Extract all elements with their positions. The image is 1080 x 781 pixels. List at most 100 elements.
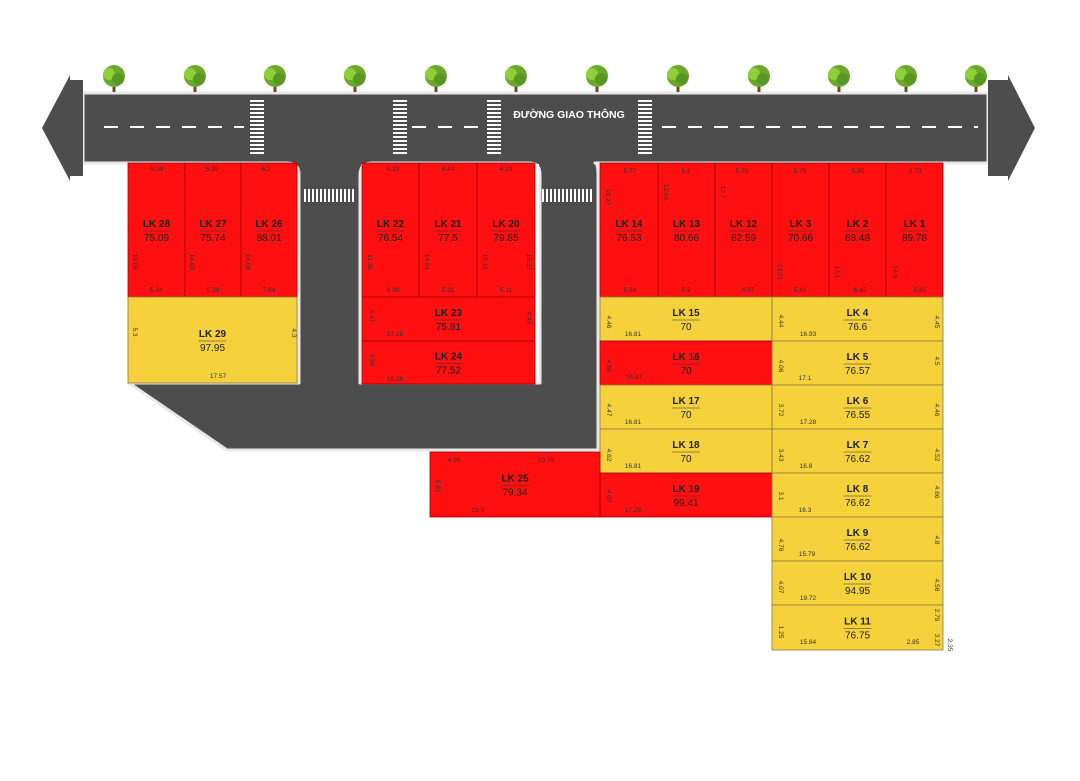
lot-name: LK 9 [847, 528, 869, 539]
lot-shape [476, 162, 536, 298]
lot-area: 76.57 [845, 366, 870, 377]
dimension-label: 4.44 [777, 315, 784, 328]
lot-area: 88.48 [845, 233, 870, 244]
dimension-label: 5.79 [794, 168, 807, 175]
lot-lk20[interactable]: LK 20 79.85 [476, 162, 536, 298]
dimension-label: 2.85 [907, 639, 920, 646]
dimension-label: 16.81 [625, 463, 642, 470]
dimension-label: 17.28 [800, 419, 817, 426]
tree-icon [965, 65, 987, 92]
tree-icon [586, 65, 608, 92]
lot-name: LK 19 [672, 484, 700, 495]
lot-name: LK 17 [672, 396, 700, 407]
lot-area: 79.85 [493, 233, 518, 244]
tree-icon [103, 65, 125, 92]
dimension-label: 4.47 [605, 404, 612, 417]
dimension-label: 6.45 [854, 287, 867, 294]
lot-area: 70 [680, 410, 692, 421]
lot-shape [599, 428, 773, 474]
dimension-label: 16.81 [625, 331, 642, 338]
lot-area: 76.75 [845, 631, 870, 642]
road-arrow-right-icon [988, 75, 1035, 181]
lot-lk3[interactable]: LK 370.66 [771, 162, 830, 298]
dimension-label: 13.1 [833, 266, 840, 279]
lot-area: 88.01 [256, 233, 281, 244]
road-label: ĐƯỜNG GIAO THÔNG [513, 108, 625, 121]
lot-name: LK 25 [501, 474, 529, 485]
dimension-label: 14.03 [188, 254, 195, 271]
dimension-label: 15.79 [799, 551, 816, 558]
lot-area: 97.95 [200, 343, 225, 354]
dimension-label: 4.07 [777, 581, 784, 594]
dimension-label: 17.29 [387, 331, 404, 338]
lot-area: 99.41 [673, 498, 698, 509]
lot-area: 89.78 [902, 233, 927, 244]
lot-shape [429, 451, 601, 518]
tree-icon [895, 65, 917, 92]
lot-lk7[interactable]: LK 776.62 [771, 428, 944, 474]
dimension-label: 4.78 [777, 539, 784, 552]
tree-icon [828, 65, 850, 92]
dimension-label: 4.5 [933, 356, 940, 365]
dimension-label: 5.43 [794, 287, 807, 294]
dimension-label: 5.82 [914, 287, 927, 294]
lot-shape [599, 340, 773, 386]
dimension-label: 4.62 [605, 449, 612, 462]
dimension-label: 7.64 [263, 287, 276, 294]
dimension-label: 16.81 [625, 419, 642, 426]
dimension-label: 6.2 [261, 166, 270, 173]
lot-lk8[interactable]: LK 876.62 [771, 472, 944, 518]
dimension-label: 14.01 [423, 254, 430, 271]
crosswalk-6 [542, 189, 592, 202]
lot-name: LK 13 [673, 219, 701, 230]
lot-name: LK 20 [492, 219, 520, 230]
lot-area: 76.6 [848, 322, 868, 333]
dimension-label: 4.46 [933, 404, 940, 417]
lot-shape [771, 162, 830, 298]
lot-lk9[interactable]: LK 976.62 [771, 516, 944, 562]
lot-lk5[interactable]: LK 576.57 [771, 340, 944, 386]
lot-lk17[interactable]: LK 17 70 [599, 384, 773, 430]
dimension-label: 4.07 [605, 490, 612, 503]
lot-shape [361, 296, 536, 342]
lot-area: 75.81 [436, 322, 461, 333]
lot-shape [771, 516, 944, 562]
lot-lk4[interactable]: LK 476.6 [771, 296, 944, 342]
lot-shape [828, 162, 887, 298]
lot-area: 70 [680, 366, 692, 377]
lot-lk6[interactable]: LK 676.55 [771, 384, 944, 430]
lot-shape [771, 384, 944, 430]
dimension-label: 16.5 [472, 507, 485, 514]
dimension-label: 2.79 [933, 609, 940, 622]
dimension-label: 12.64 [662, 184, 669, 201]
dimension-label: 5.34 [151, 166, 164, 173]
dimension-label: 16.87 [626, 374, 643, 381]
lot-name: LK 15 [672, 308, 700, 319]
lot-lk2[interactable]: LK 288.48 [828, 162, 887, 298]
lot-lk19[interactable]: LK 19 99.41 [599, 472, 773, 518]
dimension-label: 10.27 [604, 189, 611, 206]
lot-shape [771, 604, 944, 651]
lot-shape [361, 162, 420, 298]
lot-shape [418, 162, 478, 298]
lot-lk1[interactable]: LK 189.78 [885, 162, 944, 298]
lot-shape [599, 162, 659, 298]
